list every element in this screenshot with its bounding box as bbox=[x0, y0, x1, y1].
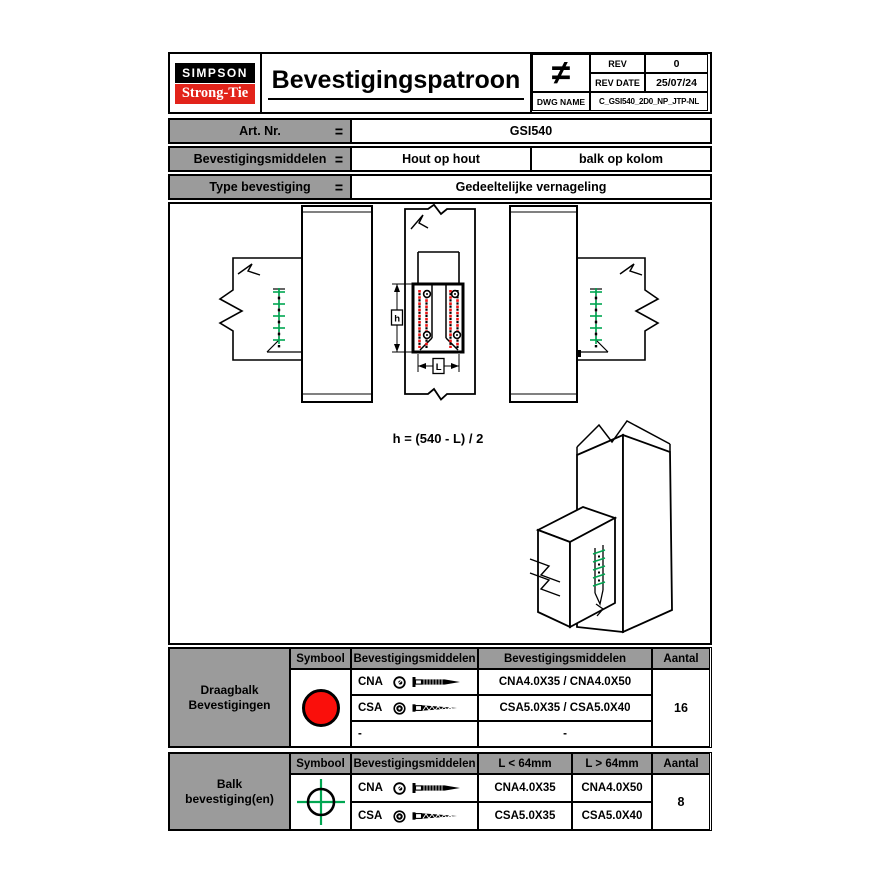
draagbalk-row-label: Draagbalk Bevestigingen bbox=[169, 648, 290, 747]
dim-l bbox=[417, 354, 460, 375]
logo-simpson-text: SIMPSON bbox=[175, 62, 255, 83]
cna-l-large-value: CNA4.0X50 bbox=[572, 774, 652, 802]
fastener-marks-iso bbox=[592, 549, 606, 587]
type-value: Gedeeltelijke vernageling bbox=[352, 174, 712, 200]
logo-cell: SIMPSON Strong-Tie bbox=[170, 54, 262, 112]
spec-row-middelen: Bevestigingsmiddelen = Hout op hout balk… bbox=[168, 146, 712, 172]
simpson-strongtie-logo: SIMPSON Strong-Tie bbox=[175, 62, 255, 104]
height-formula: h = (540 - L) / 2 bbox=[392, 431, 484, 446]
cna-row-code: CNA bbox=[351, 774, 478, 802]
type-label-cell: Type bevestiging = bbox=[168, 174, 352, 200]
csa-l-small-value: CSA5.0X35 bbox=[478, 802, 572, 830]
logo-strongtie-text: Strong-Tie bbox=[175, 83, 255, 104]
fasteners-header: Bevestigingsmiddelen bbox=[351, 753, 478, 774]
equals-icon: = bbox=[334, 177, 343, 197]
l-large-header: L > 64mm bbox=[572, 753, 652, 774]
dim-h bbox=[390, 283, 413, 353]
spec-row-art-nr: Art. Nr. = GSI540 bbox=[168, 118, 712, 144]
equals-icon: = bbox=[334, 149, 343, 169]
middelen-label-cell: Bevestigingsmiddelen = bbox=[168, 146, 352, 172]
rev-date-value: 25/07/24 bbox=[645, 73, 708, 92]
balk-count: 8 bbox=[652, 774, 710, 830]
csa-row-code: CSA bbox=[351, 695, 478, 721]
technical-drawing: h L bbox=[218, 204, 673, 634]
draagbalk-symbol-cell bbox=[290, 669, 351, 747]
cna-l-small-value: CNA4.0X35 bbox=[478, 774, 572, 802]
art-nr-value: GSI540 bbox=[352, 118, 712, 144]
fastener-marks-left bbox=[273, 288, 285, 344]
screw-head-icon bbox=[393, 701, 406, 715]
l-small-header: L < 64mm bbox=[478, 753, 572, 774]
title-block: SIMPSON Strong-Tie Bevestigingspatroon ≠… bbox=[168, 52, 712, 114]
sheet-title-cell: Bevestigingspatroon bbox=[262, 54, 532, 112]
middelen-value-right: balk op kolom bbox=[531, 146, 712, 172]
red-circle-symbol bbox=[301, 689, 340, 727]
fasteners-value-header: Bevestigingsmiddelen bbox=[478, 648, 652, 669]
drawing-area: h L h = (540 - L) / 2 bbox=[168, 202, 712, 645]
draagbalk-count: 16 bbox=[652, 669, 710, 747]
nail-head-icon bbox=[393, 675, 406, 689]
revision-table: ≠ REV 0 REV DATE 25/07/24 DWG NAME C_GSI… bbox=[532, 54, 710, 112]
art-nr-label-cell: Art. Nr. = bbox=[168, 118, 352, 144]
isometric-view bbox=[529, 420, 673, 634]
dwg-name-value: C_GSI540_2D0_NP_JTP-NL bbox=[590, 92, 708, 111]
right-side-view bbox=[509, 205, 660, 403]
csa-row-value: CSA5.0X35 / CSA5.0X40 bbox=[478, 695, 652, 721]
screw-side-icon bbox=[412, 812, 457, 820]
screw-side-icon bbox=[412, 704, 457, 712]
type-label: Type bevestiging bbox=[209, 180, 311, 194]
cna-row-code: CNA bbox=[351, 669, 478, 695]
crosshair-symbol bbox=[296, 779, 345, 825]
balk-fastener-table: Balk bevestiging(en) Symbool Bevestiging… bbox=[168, 752, 712, 831]
nail-side-icon bbox=[412, 783, 460, 793]
dim-l-label: L bbox=[436, 362, 442, 373]
aantal-header: Aantal bbox=[652, 648, 710, 669]
corner-holes bbox=[422, 289, 462, 340]
symbool-header: Symbool bbox=[290, 753, 351, 774]
dash-row-value: - bbox=[478, 721, 652, 747]
middelen-value-left: Hout op hout bbox=[352, 146, 531, 172]
draagbalk-fastener-table: Draagbalk Bevestigingen Symbool Bevestig… bbox=[168, 647, 712, 748]
aantal-header: Aantal bbox=[652, 753, 710, 774]
equals-icon: = bbox=[334, 121, 343, 141]
spec-row-type: Type bevestiging = Gedeeltelijke vernage… bbox=[168, 174, 712, 200]
dash-row-code: - bbox=[351, 721, 478, 747]
fastener-marks-right bbox=[590, 288, 602, 344]
screw-head-icon bbox=[393, 809, 406, 823]
dim-h-label: h bbox=[394, 314, 400, 325]
rev-value: 0 bbox=[645, 54, 708, 73]
csa-l-large-value: CSA5.0X40 bbox=[572, 802, 652, 830]
nail-side-icon bbox=[412, 677, 460, 687]
rev-label: REV bbox=[590, 54, 645, 73]
front-view bbox=[390, 204, 476, 401]
symbool-header: Symbool bbox=[290, 648, 351, 669]
nail-head-icon bbox=[393, 781, 406, 795]
middelen-label: Bevestigingsmiddelen bbox=[193, 152, 327, 166]
not-equal-icon: ≠ bbox=[532, 54, 590, 92]
balk-symbol-cell bbox=[290, 774, 351, 830]
art-nr-label: Art. Nr. bbox=[239, 124, 281, 138]
fasteners-header: Bevestigingsmiddelen bbox=[351, 648, 478, 669]
left-side-view bbox=[218, 205, 373, 403]
csa-row-code: CSA bbox=[351, 802, 478, 830]
balk-row-label: Balk bevestiging(en) bbox=[169, 753, 290, 830]
rev-date-label: REV DATE bbox=[590, 73, 645, 92]
sheet-title: Bevestigingspatroon bbox=[267, 66, 525, 100]
dwg-name-label: DWG NAME bbox=[532, 92, 590, 111]
cna-row-value: CNA4.0X35 / CNA4.0X50 bbox=[478, 669, 652, 695]
